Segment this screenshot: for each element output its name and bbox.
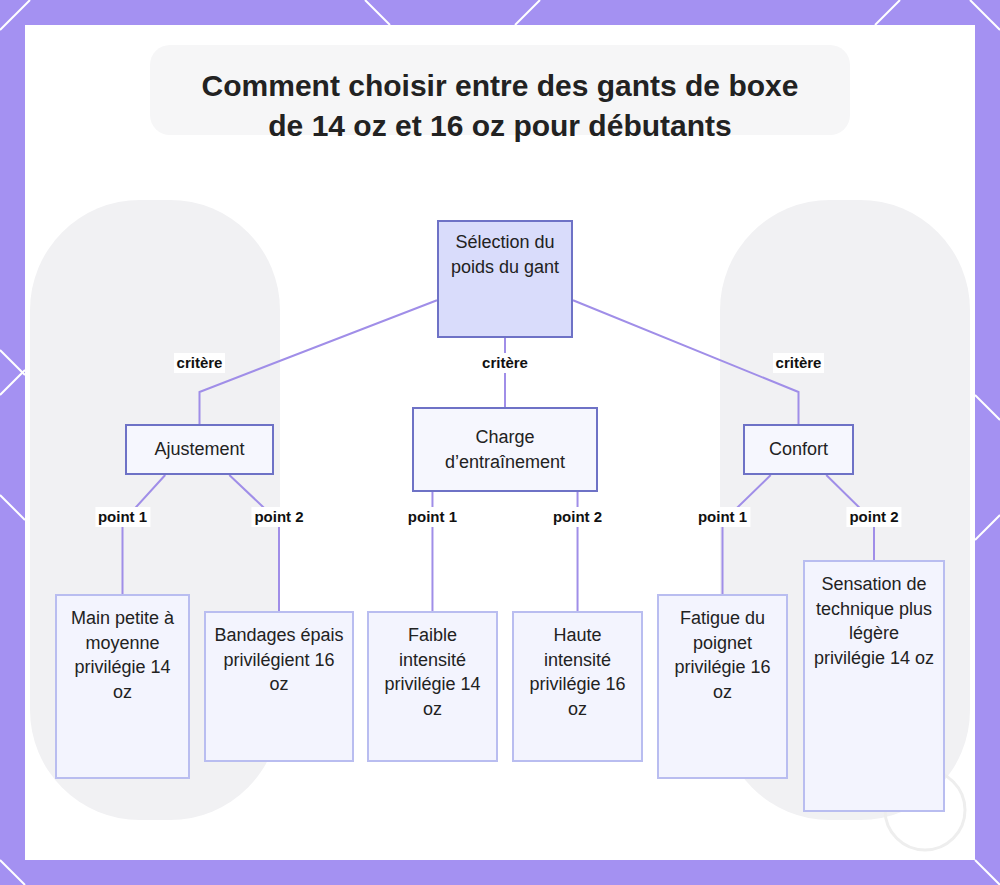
- edge-label: point 1: [95, 507, 150, 527]
- edge-label: point 2: [251, 507, 306, 527]
- edge-label: point 1: [695, 507, 750, 527]
- diagram-title: Comment choisir entre des gants de boxe …: [190, 66, 810, 146]
- edge-label: point 1: [405, 507, 460, 527]
- advice-box: Fatigue du poignet privilégie 16 oz: [657, 594, 788, 779]
- connector: [573, 300, 799, 424]
- faint-gloves: [30, 45, 970, 820]
- advice-box: Sensation de technique plus légère privi…: [803, 560, 945, 812]
- criterion-box: Confort: [743, 424, 854, 475]
- edge-label: point 2: [550, 507, 605, 527]
- criterion-box: Charge d’entraînement: [412, 407, 598, 492]
- node-text: Confort: [769, 437, 828, 462]
- advice-box: Main petite à moyenne privilégie 14 oz: [55, 594, 190, 779]
- node-text: Fatigue du poignet privilégie 16 oz: [667, 606, 778, 704]
- root-box: Sélection du poids du gant: [437, 220, 573, 338]
- advice-box: Faible intensité privilégie 14 oz: [367, 611, 498, 762]
- node-text: Ajustement: [154, 437, 244, 462]
- edge-label: critère: [174, 353, 226, 373]
- advice-box: Haute intensité privilégie 16 oz: [512, 611, 643, 762]
- node-text: Sensation de technique plus légère privi…: [813, 572, 935, 670]
- node-text: Sélection du poids du gant: [447, 230, 563, 279]
- edge-label: point 2: [846, 507, 901, 527]
- advice-box: Bandages épais privilégient 16 oz: [204, 611, 354, 762]
- edge-label: critère: [773, 353, 825, 373]
- node-text: Charge d’entraînement: [422, 425, 588, 474]
- connector: [123, 475, 166, 594]
- node-text: Haute intensité privilégie 16 oz: [522, 623, 633, 721]
- edge-label: critère: [479, 353, 531, 373]
- connector: [200, 300, 438, 424]
- panel: [25, 25, 975, 860]
- node-text: Main petite à moyenne privilégie 14 oz: [65, 606, 180, 704]
- node-text: Bandages épais privilégient 16 oz: [214, 623, 344, 697]
- node-text: Faible intensité privilégie 14 oz: [377, 623, 488, 721]
- criterion-box: Ajustement: [125, 424, 274, 475]
- connector: [229, 475, 279, 611]
- connector: [723, 475, 771, 594]
